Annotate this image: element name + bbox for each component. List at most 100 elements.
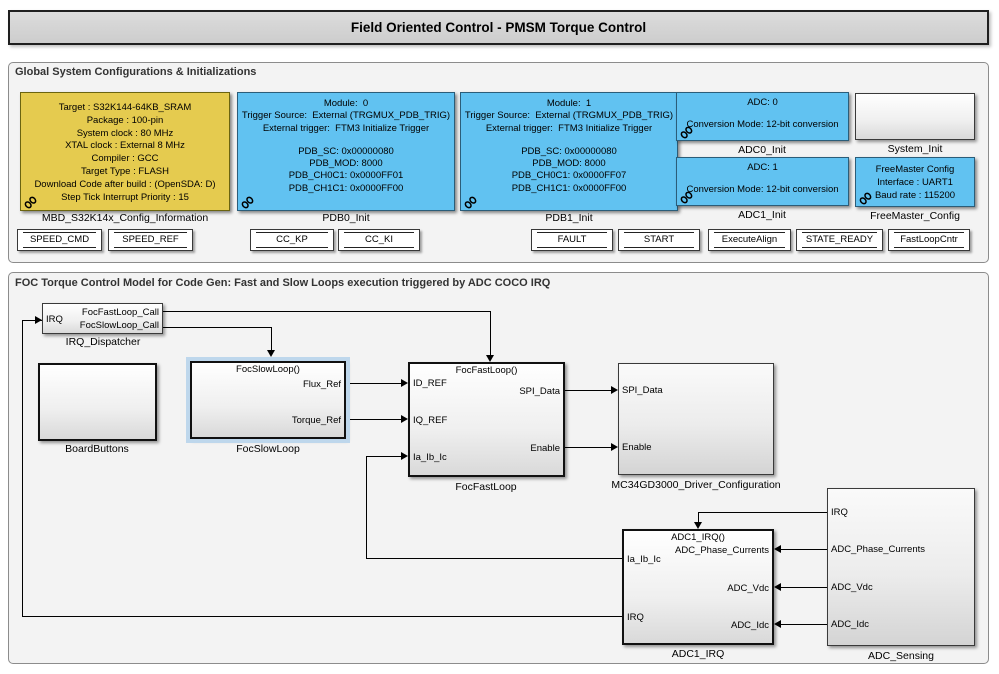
block-focslowloop[interactable]: FocSlowLoop() Flux_Ref Torque_Ref: [190, 361, 346, 439]
datastore-label: FAULT: [537, 232, 607, 248]
arrowhead: [486, 355, 494, 362]
link-icon: [680, 126, 693, 139]
block-freemaster-config[interactable]: FreeMaster Config Interface : UART1 Baud…: [855, 157, 975, 207]
foc-section-panel: FOC Torque Control Model for Code Gen: F…: [8, 272, 989, 664]
port-ia-ib-ic-out: Ia_Ib_Ic: [627, 554, 661, 565]
block-label: IRQ_Dispatcher: [65, 336, 141, 348]
datastore-executealign[interactable]: ExecuteAlign: [708, 229, 791, 251]
wire-flux-ref[interactable]: [346, 383, 401, 384]
port-irq-in: IRQ: [46, 314, 63, 325]
block-label: FreeMaster_Config: [870, 210, 960, 222]
arrowhead: [611, 443, 618, 451]
arrowhead: [774, 545, 781, 553]
wire-irq-feedback-left[interactable]: [22, 320, 23, 617]
model-title: Field Oriented Control - PMSM Torque Con…: [350, 20, 647, 35]
port-ia-ib-ic: Ia_Ib_Ic: [413, 452, 447, 463]
block-adc1-irq[interactable]: ADC1_IRQ() ADC_Phase_Currents ADC_Vdc AD…: [622, 529, 774, 645]
block-label: FocSlowLoop: [236, 443, 300, 455]
block-system-init[interactable]: [855, 93, 975, 140]
wire-adc-irq-h[interactable]: [698, 512, 827, 513]
block-label: ADC_Sensing: [868, 650, 934, 662]
arrowhead: [401, 452, 408, 460]
block-mc34gd3000[interactable]: SPI_Data Enable: [618, 363, 774, 475]
block-mbd-config[interactable]: Target : S32K144-64KB_SRAM Package : 100…: [20, 92, 230, 211]
link-icon: [464, 196, 477, 209]
wire-adc-idc[interactable]: [781, 624, 827, 625]
datastore-label: CC_KP: [256, 232, 328, 248]
port-trigger-adc1-irq: ADC1_IRQ(): [671, 532, 725, 543]
port-adc-idc-in: ADC_Idc: [730, 620, 769, 631]
arrowhead: [774, 620, 781, 628]
block-adc1-init[interactable]: ADC: 1 Conversion Mode: 12-bit conversio…: [676, 157, 849, 206]
block-label: PDB0_Init: [322, 212, 370, 224]
arrowhead: [774, 583, 781, 591]
block-label: ADC0_Init: [738, 144, 786, 156]
link-icon: [241, 196, 254, 209]
link-icon: [24, 196, 37, 209]
arrowhead: [694, 522, 702, 529]
block-adc-sensing[interactable]: IRQ ADC_Phase_Currents ADC_Vdc ADC_Idc: [827, 488, 975, 646]
wire-focslowloop-call-h[interactable]: [163, 327, 271, 328]
datastore-speed-ref[interactable]: SPEED_REF: [108, 229, 193, 251]
port-trigger-focslowloop: FocSlowLoop(): [236, 364, 300, 375]
block-label: System_Init: [887, 143, 943, 155]
wire-enable[interactable]: [565, 447, 611, 448]
datastore-label: CC_KI: [344, 232, 414, 248]
link-icon: [859, 192, 872, 205]
datastore-cc-ki[interactable]: CC_KI: [338, 229, 420, 251]
datastore-label: ExecuteAlign: [714, 232, 785, 248]
link-icon: [680, 191, 693, 204]
port-enable-in: Enable: [622, 442, 652, 453]
wire-focfastloop-call-v[interactable]: [490, 311, 491, 356]
wire-ia-ib-ic-v[interactable]: [366, 456, 367, 558]
arrowhead: [401, 379, 408, 387]
block-label: ADC1_Init: [738, 209, 786, 221]
arrowhead: [267, 350, 275, 357]
datastore-label: STATE_READY: [802, 232, 877, 248]
port-iq-ref: IQ_REF: [413, 415, 448, 426]
arrowhead: [35, 316, 42, 324]
port-adc-phase-currents-src: ADC_Phase_Currents: [831, 544, 925, 555]
block-label: ADC1_IRQ: [671, 648, 725, 660]
config-section-header: Global System Configurations & Initializ…: [15, 66, 257, 78]
arrowhead: [611, 386, 618, 394]
wire-focfastloop-call-h[interactable]: [163, 311, 490, 312]
block-irq-dispatcher[interactable]: IRQ FocFastLoop_Call FocSlowLoop_Call: [42, 303, 163, 334]
wire-adc-vdc[interactable]: [781, 587, 827, 588]
block-pdb0-init[interactable]: Module: 0 Trigger Source: External (TRGM…: [237, 92, 455, 211]
port-adc-idc-src: ADC_Idc: [831, 619, 870, 630]
datastore-fault[interactable]: FAULT: [531, 229, 613, 251]
block-focfastloop[interactable]: FocFastLoop() ID_REF IQ_REF Ia_Ib_Ic SPI…: [408, 362, 565, 477]
datastore-label: START: [624, 232, 694, 248]
wire-adc-phase-currents[interactable]: [781, 549, 827, 550]
block-pdb1-init[interactable]: Module: 1 Trigger Source: External (TRGM…: [460, 92, 678, 211]
wire-ia-ib-ic-bottom[interactable]: [366, 558, 622, 559]
block-boardbuttons[interactable]: [38, 363, 157, 441]
port-focslowloop-call: FocSlowLoop_Call: [79, 320, 159, 331]
port-torque-ref: Torque_Ref: [291, 415, 341, 426]
arrowhead: [401, 415, 408, 423]
model-title-banner: Field Oriented Control - PMSM Torque Con…: [8, 10, 989, 45]
wire-irq-feedback-top[interactable]: [22, 320, 42, 321]
datastore-label: SPEED_REF: [114, 232, 187, 248]
datastore-speed-cmd[interactable]: SPEED_CMD: [17, 229, 102, 251]
port-adc-vdc-src: ADC_Vdc: [831, 582, 873, 593]
wire-irq-feedback-bottom[interactable]: [22, 616, 622, 617]
wire-focslowloop-call-v[interactable]: [271, 327, 272, 351]
datastore-fastloopcntr[interactable]: FastLoopCntr: [888, 229, 970, 251]
wire-torque-ref[interactable]: [346, 419, 401, 420]
block-label: MC34GD3000_Driver_Configuration: [611, 479, 781, 491]
block-adc0-init[interactable]: ADC: 0 Conversion Mode: 12-bit conversio…: [676, 92, 849, 141]
port-enable-out: Enable: [530, 443, 560, 454]
wire-spi-data[interactable]: [565, 390, 611, 391]
wire-ia-ib-ic-top[interactable]: [366, 456, 401, 457]
block-label: PDB1_Init: [545, 212, 593, 224]
datastore-state-ready[interactable]: STATE_READY: [796, 229, 883, 251]
port-trigger-focfastloop: FocFastLoop(): [455, 365, 518, 376]
wire-adc-irq-v[interactable]: [698, 512, 699, 523]
datastore-start[interactable]: START: [618, 229, 700, 251]
port-id-ref: ID_REF: [413, 378, 447, 389]
datastore-cc-kp[interactable]: CC_KP: [250, 229, 334, 251]
port-flux-ref: Flux_Ref: [302, 379, 341, 390]
